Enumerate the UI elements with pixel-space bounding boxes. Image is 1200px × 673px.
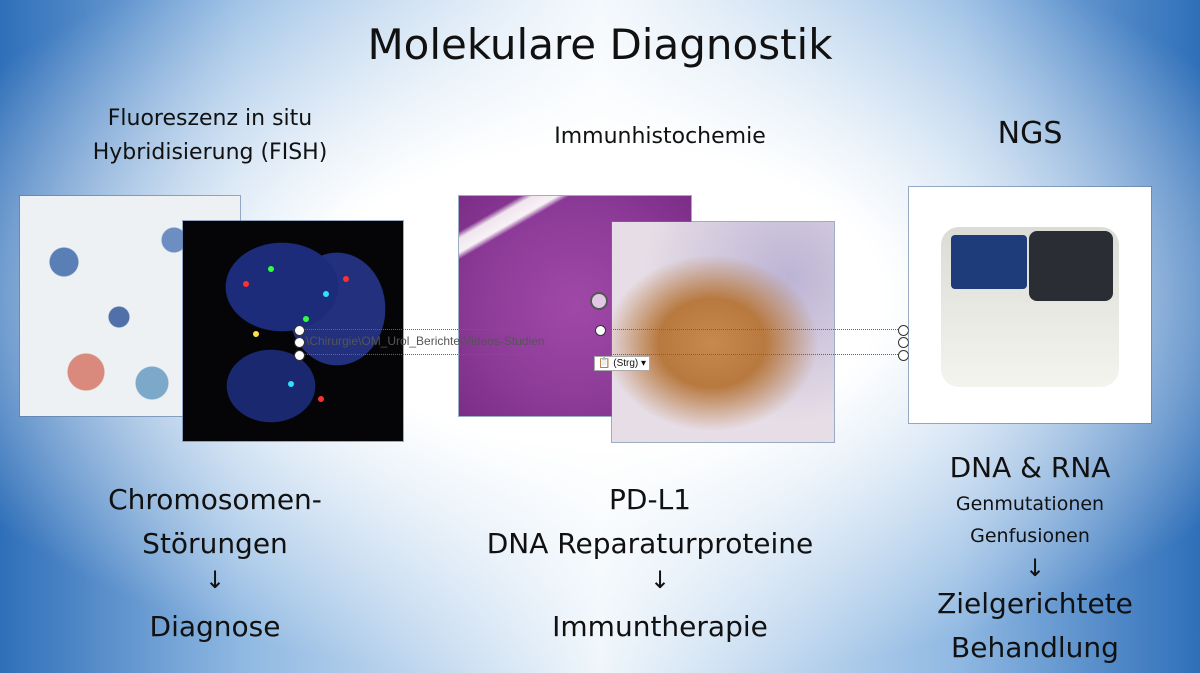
fish-signal-red [343,276,349,282]
resize-handle[interactable] [595,325,606,336]
resize-handle[interactable] [898,350,909,361]
slide-title: Molekulare Diagnostik [367,20,833,69]
clipboard-icon: 📋 [598,358,611,369]
ngs-result-line1: Zielgerichtete [937,587,1133,620]
ngs-heading: NGS [997,116,1063,151]
ngs-result: Zielgerichtete Behandlung [900,582,1170,670]
resize-handle[interactable] [898,337,909,348]
sequencer-image [909,187,1151,423]
fish-caption-line2: Störungen [142,527,288,560]
ngs-arrow: ↓ [1024,554,1046,582]
ihc-result: Immuntherapie [552,610,768,643]
fish-signal-red [243,281,249,287]
resize-handle[interactable] [294,337,305,348]
ihc-arrow: ↓ [649,566,671,594]
rotate-handle-icon[interactable] [590,292,608,310]
fish-signal-red [318,396,324,402]
ngs-subcaption: Genmutationen Genfusionen [900,488,1160,552]
chevron-down-icon: ▾ [641,358,647,369]
fish-heading-line1: Fluoreszenz in situ [107,106,313,131]
fish-result: Diagnose [149,610,281,643]
fish-signal-green [268,266,274,272]
ihc-caption-line1: PD-L1 [609,483,691,516]
ihc-stain-image [612,222,834,442]
paste-options-label: (Strg) [613,358,639,369]
ihc-caption: PD-L1 DNA Reparaturproteine [450,478,850,566]
fish-caption: Chromosomen- Störungen [60,478,370,566]
fish-heading-line2: Hybridisierung (FISH) [92,140,328,165]
selection-border-bottom [298,354,902,355]
fish-signal-aqua [323,291,329,297]
resize-handle[interactable] [294,350,305,361]
fish-signal-yellow [253,331,259,337]
ngs-sub-line1: Genmutationen [955,493,1105,515]
ngs-result-line2: Behandlung [951,631,1119,664]
ihc-heading: Immunhistochemie [554,124,766,149]
paste-options-button[interactable]: 📋 (Strg) ▾ [594,356,651,371]
sequencer-panel [1029,231,1113,301]
ngs-caption: DNA & RNA [949,451,1111,484]
fish-signal-green [303,316,309,322]
fish-heading: Fluoreszenz in situ Hybridisierung (FISH… [60,102,360,170]
fish-image [183,221,403,441]
ngs-sub-line2: Genfusionen [970,525,1090,547]
fish-caption-line1: Chromosomen- [108,483,322,516]
resize-handle[interactable] [294,325,305,336]
sequencer-screen [951,235,1027,289]
fish-signal-aqua [288,381,294,387]
resize-handle[interactable] [898,325,909,336]
ihc-caption-line2: DNA Reparaturproteine [486,527,814,560]
pasted-path-text[interactable]: \Chirurgie\OM_Urol_Berichte\Videos-Studi… [306,334,545,348]
fish-arrow: ↓ [204,566,226,594]
